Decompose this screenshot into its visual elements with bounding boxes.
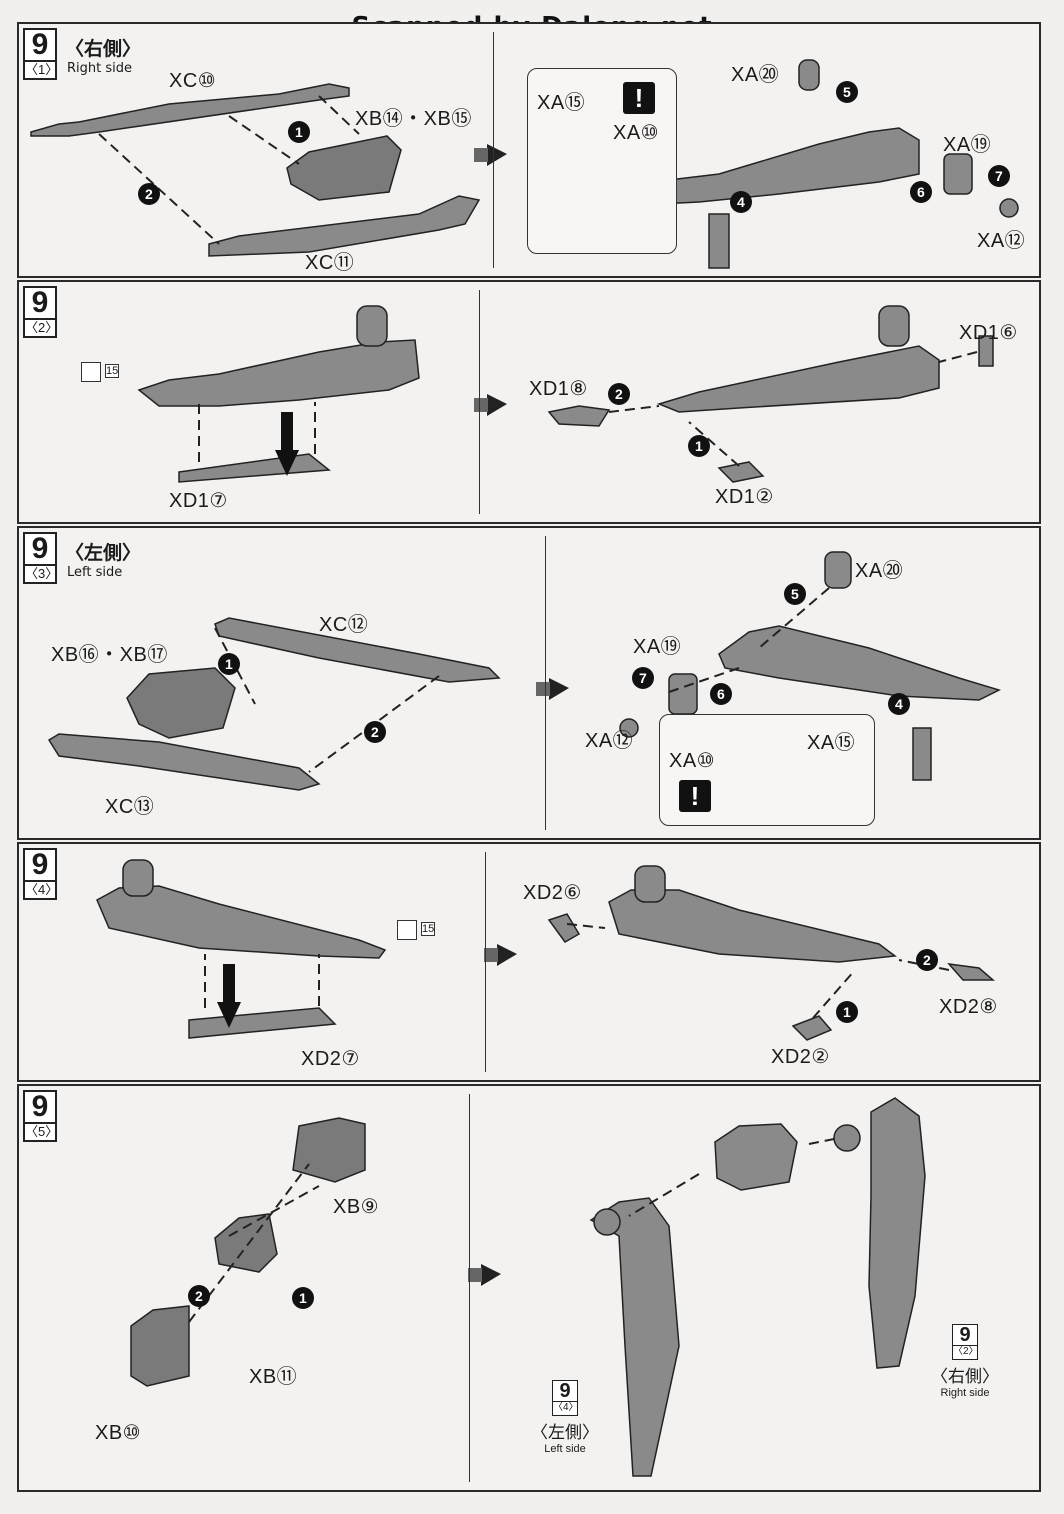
step-number: 9 bbox=[23, 28, 57, 62]
ref-side-jp: 〈右側〉 bbox=[931, 1367, 999, 1387]
part-label: XB⑨ bbox=[333, 1196, 380, 1218]
reference-right-side: 9 〈2〉 〈右側〉 Right side bbox=[925, 1324, 1005, 1399]
step-panel-9-3: 12 56743 9 〈3〉 〈左側〉 Left side XC⑫ XB⑯・XB… bbox=[17, 526, 1041, 840]
side-label-jp: 〈右側〉 bbox=[65, 38, 142, 60]
part-label: XD1⑧ bbox=[529, 378, 588, 400]
warning-icon: ! bbox=[623, 82, 655, 114]
svg-text:2: 2 bbox=[145, 186, 153, 202]
side-label-jp: 〈左側〉 bbox=[65, 542, 142, 564]
side-label: 〈右側〉 Right side bbox=[65, 34, 141, 76]
part-label: XA⑳ bbox=[731, 64, 780, 86]
step-substep: 〈2〉 bbox=[23, 320, 58, 338]
step-substep: 〈5〉 bbox=[23, 1124, 58, 1142]
svg-text:1: 1 bbox=[295, 124, 303, 140]
sticker-number: 15 bbox=[421, 922, 435, 936]
step-9-2-illustration: 21 bbox=[137, 305, 994, 483]
svg-text:6: 6 bbox=[917, 184, 925, 200]
part-label: XA⑲ bbox=[633, 636, 682, 658]
step-badge: 9 〈4〉 bbox=[23, 848, 58, 900]
part-label: XB⑯・XB⑰ bbox=[51, 644, 168, 666]
part-label: XA⑳ bbox=[855, 560, 904, 582]
part-label: XA⑩ bbox=[613, 122, 660, 144]
svg-text:2: 2 bbox=[615, 386, 623, 402]
svg-text:1: 1 bbox=[843, 1004, 851, 1020]
svg-text:2: 2 bbox=[923, 952, 931, 968]
divider bbox=[545, 536, 546, 830]
step-substep: 〈4〉 bbox=[23, 882, 58, 900]
ref-side-en: Left side bbox=[544, 1443, 586, 1455]
ref-side-jp: 〈左側〉 bbox=[531, 1423, 599, 1443]
instruction-page: 12 56743 9 〈1〉 〈右側〉 Ri bbox=[17, 22, 1041, 1492]
svg-text:1: 1 bbox=[225, 656, 233, 672]
part-label: XD2⑦ bbox=[301, 1048, 360, 1070]
divider bbox=[485, 852, 486, 1072]
step-number: 9 bbox=[23, 848, 57, 882]
part-label: XD2② bbox=[771, 1046, 830, 1068]
part-label: XA⑮ bbox=[807, 732, 856, 754]
part-label: XA⑩ bbox=[669, 750, 716, 772]
svg-text:4: 4 bbox=[737, 194, 745, 210]
step-badge: 9 〈5〉 bbox=[23, 1090, 58, 1142]
ref-step-number: 9 bbox=[552, 1380, 578, 1402]
part-label: XD1② bbox=[715, 486, 774, 508]
part-label: XA⑫ bbox=[585, 730, 634, 752]
part-label: XC⑫ bbox=[319, 614, 369, 636]
svg-text:2: 2 bbox=[195, 1288, 203, 1304]
step-number: 9 bbox=[23, 286, 57, 320]
ref-side-en: Right side bbox=[940, 1387, 990, 1399]
side-label: 〈左側〉 Left side bbox=[65, 538, 141, 580]
part-label: XD2⑥ bbox=[523, 882, 582, 904]
sticker-number: 15 bbox=[105, 364, 119, 378]
warning-icon: ! bbox=[679, 780, 711, 812]
step-number: 9 bbox=[23, 532, 57, 566]
part-label: XA⑲ bbox=[943, 134, 992, 156]
svg-text:1: 1 bbox=[299, 1290, 307, 1306]
reference-left-side: 9 〈4〉 〈左側〉 Left side bbox=[525, 1380, 605, 1455]
ref-step-sub: 〈2〉 bbox=[952, 1346, 979, 1360]
svg-text:5: 5 bbox=[791, 586, 799, 602]
svg-text:5: 5 bbox=[843, 84, 851, 100]
part-label: XB⑩ bbox=[95, 1422, 142, 1444]
svg-text:7: 7 bbox=[639, 670, 647, 686]
part-label: XB⑭・XB⑮ bbox=[355, 108, 472, 130]
step-panel-9-1: 12 56743 9 〈1〉 〈右側〉 Ri bbox=[17, 22, 1041, 278]
part-label: XC⑩ bbox=[169, 70, 217, 92]
step-9-3-illustration: 12 56743 bbox=[47, 551, 1002, 791]
step-badge: 9 〈1〉 bbox=[23, 28, 58, 80]
divider bbox=[493, 32, 494, 268]
part-label: XD1⑥ bbox=[959, 322, 1018, 344]
part-label: XC⑪ bbox=[305, 252, 355, 274]
svg-text:7: 7 bbox=[995, 168, 1003, 184]
ref-step-number: 9 bbox=[952, 1324, 978, 1346]
side-label-en: Left side bbox=[67, 565, 123, 580]
svg-text:4: 4 bbox=[895, 696, 903, 712]
sticker-icon bbox=[81, 362, 101, 382]
sticker-icon bbox=[397, 920, 417, 940]
step-substep: 〈3〉 bbox=[23, 566, 58, 584]
part-label: XB⑪ bbox=[249, 1366, 298, 1388]
step-number: 9 bbox=[23, 1090, 57, 1124]
step-badge: 9 〈2〉 bbox=[23, 286, 58, 338]
step-substep: 〈1〉 bbox=[23, 62, 58, 80]
svg-text:6: 6 bbox=[717, 686, 725, 702]
part-label: XD1⑦ bbox=[169, 490, 228, 512]
side-label-en: Right side bbox=[67, 61, 132, 76]
part-label: XA⑫ bbox=[977, 230, 1026, 252]
part-label: XD2⑧ bbox=[939, 996, 998, 1018]
divider bbox=[469, 1094, 470, 1482]
part-label: XA⑮ bbox=[537, 92, 586, 114]
step-9-4-illustration: 21 bbox=[96, 859, 996, 1041]
part-label: XC⑬ bbox=[105, 796, 155, 818]
svg-text:1: 1 bbox=[695, 438, 703, 454]
ref-step-sub: 〈4〉 bbox=[552, 1402, 579, 1416]
divider bbox=[479, 290, 480, 514]
step-badge: 9 〈3〉 bbox=[23, 532, 58, 584]
svg-text:2: 2 bbox=[371, 724, 379, 740]
